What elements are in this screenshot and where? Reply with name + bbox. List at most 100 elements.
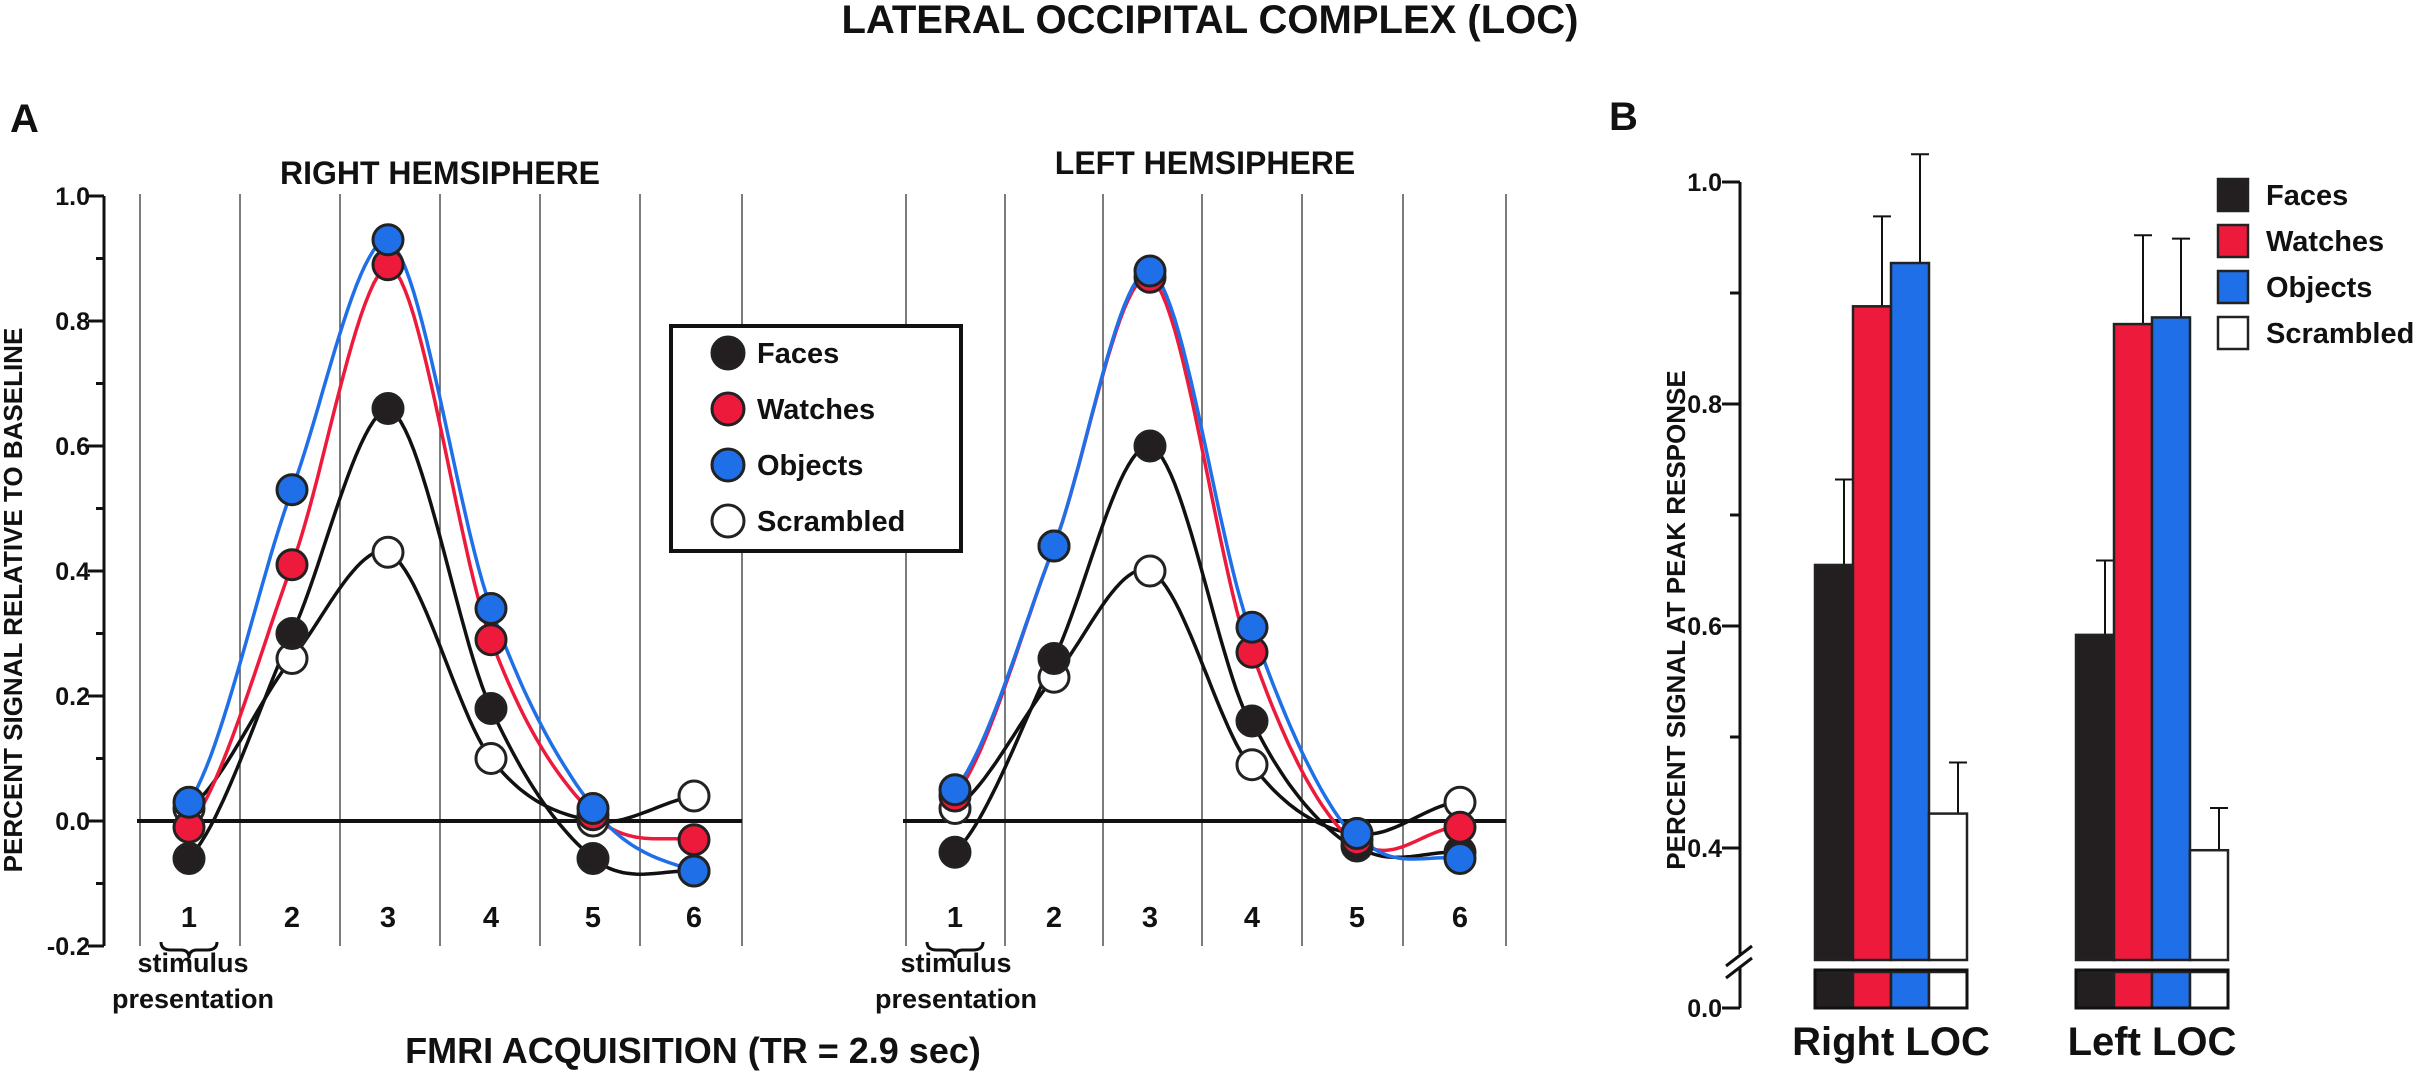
legend-label-watches: Watches — [757, 394, 875, 426]
bar-group-right-loc: Right LOC — [1792, 153, 1990, 1064]
x-tick-label: 6 — [1452, 902, 1468, 934]
panel-b-bar-chart: PERCENT SIGNAL AT PEAK RESPONSE 1.00.80.… — [1661, 153, 2414, 1064]
bar-faces — [1813, 563, 1855, 962]
legend-swatch-faces — [2216, 177, 2250, 213]
x-tick-label: 4 — [1244, 902, 1260, 934]
legend-marker-watches — [710, 391, 746, 427]
bar-stub-faces — [1813, 970, 1855, 1010]
axis-break-mark — [1725, 956, 1753, 980]
right-hemisphere-title: RIGHT HEMSIPHERE — [280, 155, 600, 191]
data-point-faces — [1037, 642, 1071, 675]
legend-label-objects: Objects — [2266, 272, 2372, 304]
legend-label-objects: Objects — [757, 450, 863, 482]
panel-a-letter: A — [10, 97, 39, 141]
series-line-objects — [953, 268, 1461, 861]
panel-b-letter: B — [1609, 95, 1638, 139]
bar-scrambled — [1927, 812, 1969, 962]
data-point-objects — [1133, 254, 1167, 288]
data-point-scrambled — [474, 742, 508, 775]
x-tick-label: 1 — [181, 902, 197, 934]
legend-marker-scrambled — [710, 503, 746, 539]
bar-stub-frame — [2074, 968, 2230, 1010]
data-point-objects — [371, 223, 405, 257]
data-point-faces — [1235, 704, 1269, 738]
bar-stub-objects — [2150, 970, 2192, 1010]
data-point-objects — [1037, 529, 1071, 563]
bar-scrambled — [2188, 848, 2230, 962]
figure-title: LATERAL OCCIPITAL COMPLEX (LOC) — [841, 0, 1578, 42]
y-tick-label: 0.4 — [55, 558, 90, 586]
data-point-faces — [1133, 429, 1167, 463]
x-tick-label: 6 — [686, 902, 702, 934]
panel-a-y-axis: 1.00.80.60.40.20.0-0.2 — [47, 183, 106, 961]
data-point-objects — [938, 773, 972, 807]
y-tick-label: 0.6 — [55, 433, 90, 461]
legend-label-faces: Faces — [757, 338, 839, 370]
x-category-label: Right LOC — [1792, 1020, 1990, 1064]
data-point-scrambled — [1133, 554, 1167, 588]
bar-stub-watches — [1851, 970, 1893, 1010]
y-tick-label: 0.0 — [55, 808, 90, 836]
left-hemisphere-title: LEFT HEMSIPHERE — [1055, 145, 1355, 181]
x-category-label: Left LOC — [2068, 1020, 2237, 1064]
data-point-faces — [371, 392, 405, 425]
data-point-objects — [275, 473, 309, 507]
stimulus-presentation-label: stimulus — [137, 948, 248, 978]
series-line-watches — [953, 274, 1461, 853]
data-point-objects — [172, 785, 206, 819]
legend-swatch-watches — [2216, 223, 2250, 259]
bar-stub-frame — [1813, 968, 1969, 1010]
panel-a-y-axis-label: PERCENT SIGNAL RELATIVE TO BASELINE — [0, 328, 28, 873]
panel-b-y-axis: 1.00.80.60.40.0 — [1687, 169, 1753, 1023]
data-point-objects — [1443, 842, 1477, 875]
stimulus-presentation-label: stimulus — [900, 948, 1011, 978]
bar-objects — [2150, 316, 2192, 962]
data-point-objects — [677, 854, 711, 888]
legend-label-scrambled: Scrambled — [757, 506, 905, 538]
y-tick-label: 0.8 — [1687, 391, 1722, 419]
stimulus-brace — [159, 941, 219, 959]
x-tick-label: 4 — [483, 902, 499, 934]
stimulus-presentation-label: presentation — [875, 984, 1037, 1014]
x-tick-label: 2 — [1046, 902, 1062, 934]
data-point-objects — [474, 592, 508, 625]
data-point-watches — [474, 623, 508, 657]
legend-label-scrambled: Scrambled — [2266, 318, 2414, 350]
bar-stub-scrambled — [1927, 970, 1969, 1010]
bar-watches — [2112, 322, 2154, 962]
y-tick-label: -0.2 — [47, 933, 90, 961]
data-point-faces — [275, 617, 309, 650]
data-point-objects — [1235, 610, 1269, 644]
x-tick-label: 5 — [585, 902, 601, 934]
series-line-scrambled — [953, 567, 1461, 837]
y-tick-label: 0.8 — [55, 308, 90, 336]
legend-label-watches: Watches — [2266, 226, 2384, 258]
x-tick-label: 3 — [1142, 902, 1158, 934]
y-tick-label: 0.6 — [1687, 613, 1722, 641]
series-line-faces — [953, 443, 1461, 860]
panel-a-x-axis-label: FMRI ACQUISITION (TR = 2.9 sec) — [405, 1030, 981, 1071]
data-point-faces — [576, 842, 610, 875]
data-point-faces — [938, 835, 972, 869]
panel-b-y-axis-label: PERCENT SIGNAL AT PEAK RESPONSE — [1661, 370, 1691, 869]
x-tick-label: 5 — [1349, 902, 1365, 934]
y-tick-label: 1.0 — [55, 183, 90, 211]
data-point-faces — [474, 692, 508, 725]
legend-marker-objects — [710, 447, 746, 483]
series-line-objects — [187, 236, 695, 873]
data-point-objects — [1340, 817, 1374, 850]
bar-faces — [2074, 633, 2116, 962]
y-tick-label: 0.0 — [1687, 995, 1722, 1023]
legend-swatch-objects — [2216, 269, 2250, 305]
bar-objects — [1889, 261, 1931, 962]
y-tick-label: 0.4 — [1687, 835, 1722, 863]
data-point-objects — [576, 792, 610, 825]
legend-marker-faces — [710, 335, 746, 371]
x-tick-label: 2 — [284, 902, 300, 934]
bar-stub-objects — [1889, 970, 1931, 1010]
